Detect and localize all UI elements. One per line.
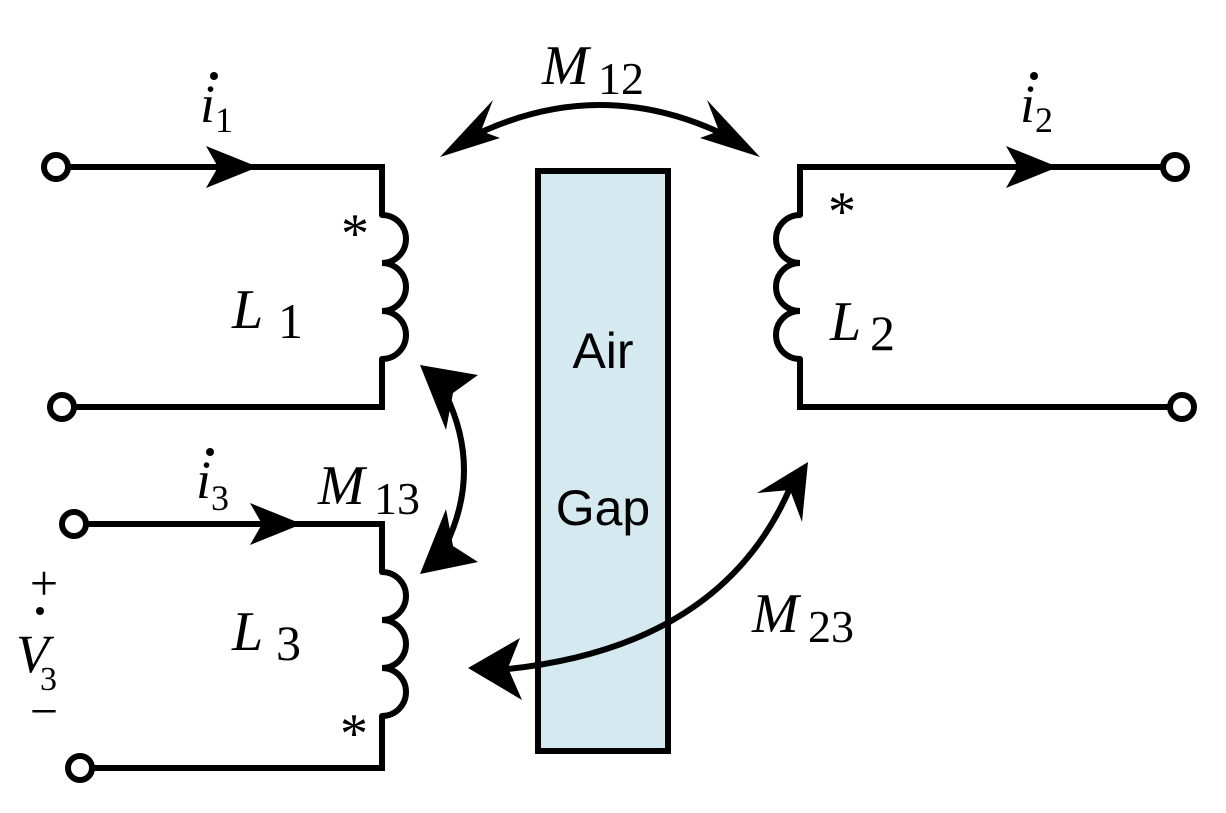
current-arrow-i1 [206,146,258,188]
svg-text:3: 3 [276,615,301,671]
terminal-l2-bottom [1167,392,1197,422]
mutual-arrow-m13 [420,365,478,574]
svg-text:L: L [231,279,263,341]
svg-text:M: M [751,583,802,645]
air-gap-block [535,168,671,754]
mutual-arrow-m12 [440,100,760,157]
svg-text:2: 2 [1035,100,1053,140]
coil-l3 [59,503,409,783]
coil-l2 [773,146,1197,422]
terminal-l1-bottom [47,392,77,422]
label-l1: L 1 [231,279,303,349]
svg-text:13: 13 [374,473,420,524]
svg-text:i: i [196,450,211,510]
svg-text:M: M [317,455,368,517]
coil-l1 [41,146,409,422]
coil-l1-wire-bottom [68,359,385,410]
coil-l3-winding [379,569,409,719]
svg-text:L: L [231,601,263,663]
mutual-arrow-m23 [468,462,808,700]
dot-marker-l2: * [828,181,856,243]
label-l2: L 2 [829,291,895,361]
terminal-l3-top [59,509,89,539]
svg-text:3: 3 [40,661,57,698]
label-l3: L 3 [231,601,301,671]
svg-text:−: − [30,683,58,739]
label-m23: M 23 [751,583,854,652]
terminal-l3-bottom [65,753,95,783]
svg-text:12: 12 [598,53,644,104]
svg-text:+: + [30,555,58,611]
air-gap-label-line1: Air [572,323,633,379]
label-i1: i 1 [200,72,233,140]
coil-l2-wire-bottom [797,359,1170,410]
svg-text:V: V [16,624,55,684]
svg-text:3: 3 [211,478,229,518]
coil-l1-wire-top [68,164,385,215]
label-i3: i 3 [196,448,229,518]
svg-text:1: 1 [278,293,303,349]
air-gap-label-line2: Gap [556,480,651,536]
coil-l3-wire-top [86,521,385,572]
current-arrow-i2 [1006,146,1058,188]
svg-text:L: L [829,291,861,353]
svg-text:2: 2 [870,305,895,361]
svg-text:i: i [1020,74,1035,134]
label-i2: i 2 [1020,72,1053,140]
label-v3: + V 3 − [16,555,58,739]
label-m13: M 13 [317,455,420,524]
current-arrow-i3 [250,503,302,545]
coil-l2-winding [773,212,803,362]
label-m12: M 12 [541,35,644,104]
dot-marker-l3: * [340,703,368,765]
svg-text:i: i [200,74,215,134]
svg-text:23: 23 [808,601,854,652]
coil-l1-winding [379,212,409,362]
terminal-l1-top [41,152,71,182]
dot-marker-l1: * [341,203,369,265]
svg-text:1: 1 [215,100,233,140]
terminal-l2-top [1160,152,1190,182]
svg-text:M: M [541,35,592,97]
coil-l3-wire-bottom [92,716,385,771]
